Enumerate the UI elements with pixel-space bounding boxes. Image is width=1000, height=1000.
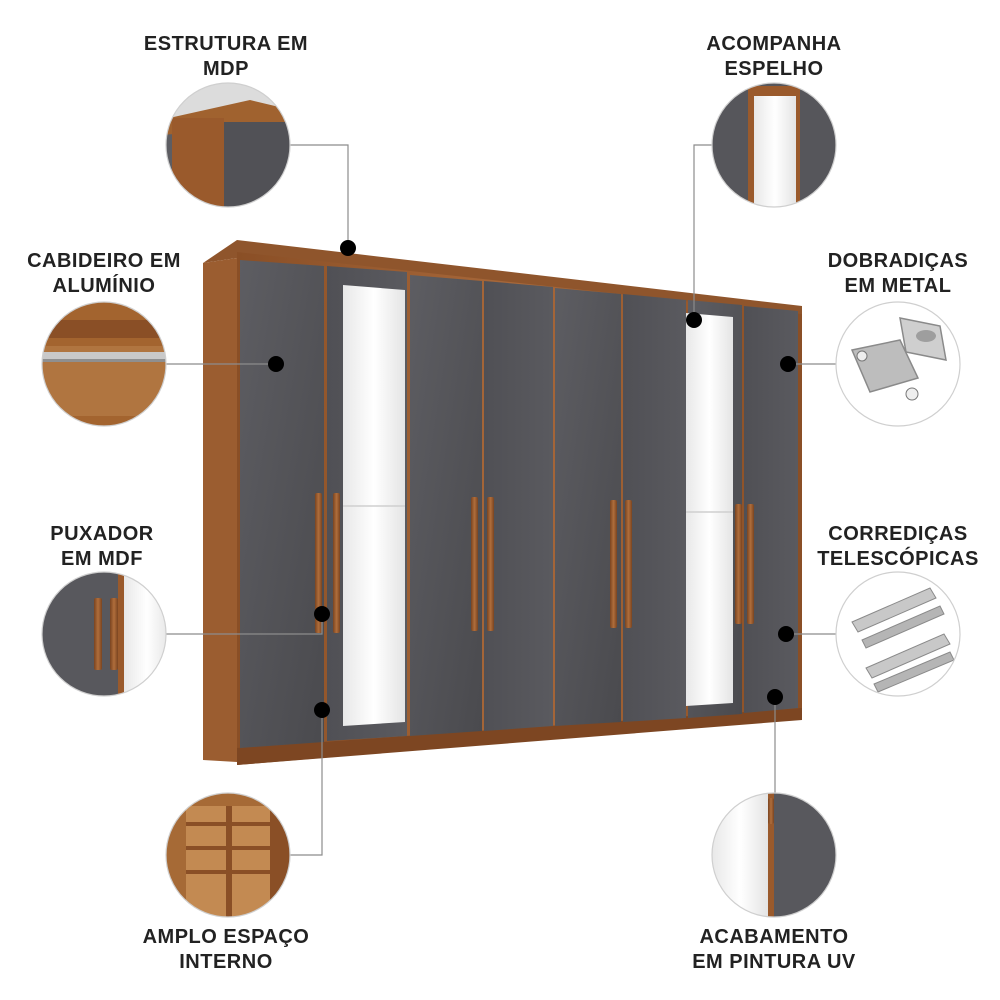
door-3 bbox=[410, 275, 482, 736]
detail-puxador bbox=[41, 571, 167, 697]
label-espaco: AMPLO ESPAÇO INTERNO bbox=[142, 926, 310, 973]
leader-estrutura bbox=[290, 144, 349, 246]
wardrobe-side bbox=[203, 258, 237, 762]
label-dobradicas: DOBRADIÇAS EM METAL bbox=[827, 250, 969, 297]
detail-corredicas bbox=[835, 571, 961, 697]
markers bbox=[268, 240, 796, 718]
marker-dot bbox=[340, 240, 356, 256]
marker-dot bbox=[767, 689, 783, 705]
leader-lines bbox=[166, 144, 836, 856]
wardrobe-base bbox=[237, 708, 802, 765]
label-cabideiro: CABIDEIRO EM ALUMÍNIO bbox=[27, 250, 181, 297]
detail-espaco bbox=[165, 792, 291, 918]
detail-estrutura bbox=[165, 82, 291, 208]
handle bbox=[471, 497, 478, 631]
leader-espaco bbox=[290, 710, 323, 856]
wardrobe bbox=[203, 240, 802, 765]
detail-dobradicas bbox=[835, 301, 961, 427]
marker-dot bbox=[314, 702, 330, 718]
label-espelho: ACOMPANHA ESPELHO bbox=[706, 33, 842, 80]
marker-dot bbox=[268, 356, 284, 372]
door-1 bbox=[240, 260, 324, 748]
marker-dot bbox=[778, 626, 794, 642]
label-corredicas: CORREDIÇAS TELESCÓPICAS bbox=[817, 523, 979, 570]
handle bbox=[315, 493, 322, 633]
label-puxador: PUXADOR EM MDF bbox=[50, 523, 154, 570]
handle bbox=[735, 504, 742, 624]
marker-dot bbox=[780, 356, 796, 372]
handle bbox=[487, 497, 494, 631]
detail-acabamento bbox=[711, 792, 837, 918]
handle bbox=[610, 500, 617, 628]
mirror-2 bbox=[686, 313, 733, 706]
door-5 bbox=[555, 288, 621, 726]
detail-espelho bbox=[711, 82, 837, 208]
detail-cabideiro bbox=[41, 301, 167, 427]
handle bbox=[333, 493, 340, 633]
handle bbox=[625, 500, 632, 628]
marker-dot bbox=[314, 606, 330, 622]
handle bbox=[747, 504, 754, 624]
label-acabamento: ACABAMENTO EM PINTURA UV bbox=[692, 926, 856, 973]
leader-espelho bbox=[693, 144, 712, 318]
door-6 bbox=[623, 294, 686, 722]
marker-dot bbox=[686, 312, 702, 328]
label-estrutura: ESTRUTURA EM MDP bbox=[143, 33, 309, 80]
door-8 bbox=[744, 306, 798, 713]
door-4 bbox=[484, 281, 553, 731]
